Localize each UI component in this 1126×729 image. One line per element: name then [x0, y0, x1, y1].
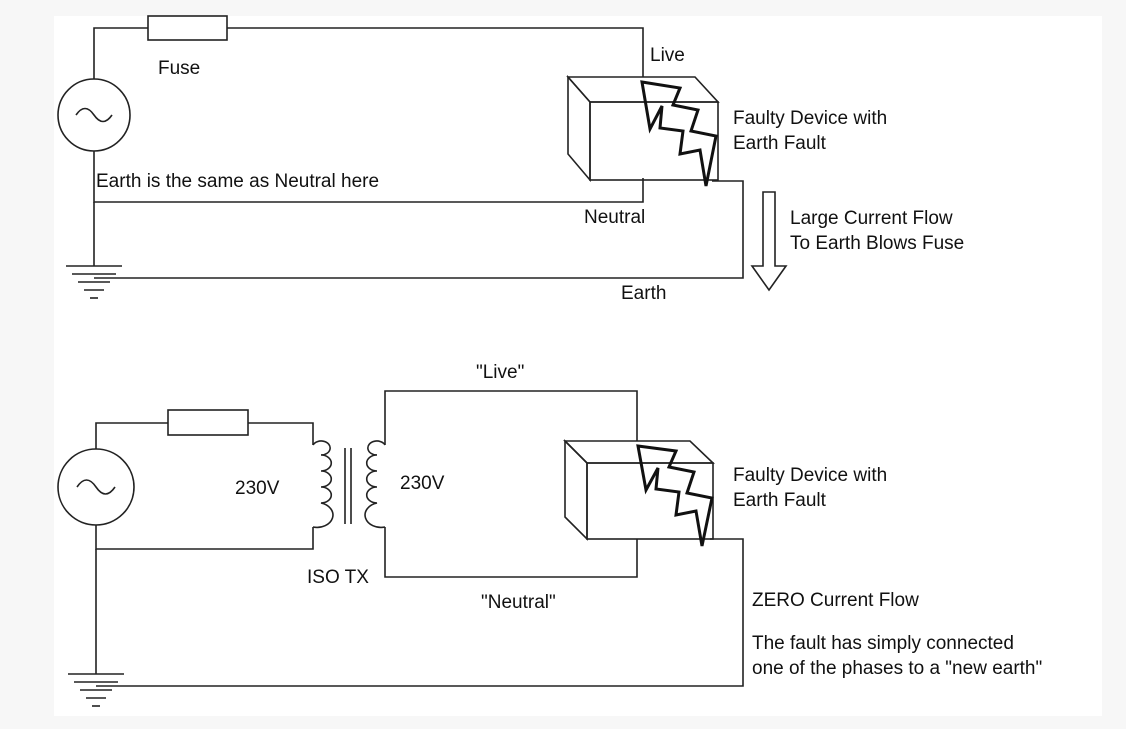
lightning-bolt-icon: [640, 80, 718, 187]
top-live-wire: [93, 27, 644, 79]
fault-note-line-1: The fault has simply connected: [752, 633, 1014, 654]
ground-icon: [68, 673, 124, 707]
device-label-line-1: Faulty Device with: [733, 108, 887, 129]
primary-voltage-label: 230V: [235, 478, 280, 499]
top-circuit: Fuse Live Earth is the same as Neutral h…: [57, 15, 964, 304]
current-note-line-1: Large Current Flow: [790, 208, 953, 229]
diagram-panel: [54, 16, 1102, 716]
fuse-icon: [147, 15, 228, 41]
bottom-circuit: 230V 230V ISO TX "Live" "Neutral" Faulty…: [57, 362, 1042, 707]
earth-neutral-note: Earth is the same as Neutral here: [96, 171, 379, 192]
ground-icon: [66, 265, 122, 299]
device-label-line-2: Earth Fault: [733, 133, 827, 154]
neutral-label: Neutral: [584, 207, 645, 228]
transformer-label: ISO TX: [307, 567, 369, 588]
secondary-neutral-wire: [384, 527, 638, 578]
secondary-voltage-label: 230V: [400, 473, 445, 494]
bottom-earth-wire: [95, 538, 744, 687]
top-neutral-wire: [93, 151, 644, 203]
lightning-bolt-icon: [636, 444, 714, 547]
current-note-line-2: To Earth Blows Fuse: [790, 233, 964, 254]
fault-note-line-2: one of the phases to a "new earth": [752, 658, 1042, 679]
fuse-icon: [167, 409, 249, 436]
transformer-coil-icon: [312, 440, 386, 529]
live-label: Live: [650, 45, 685, 66]
neutral-label: "Neutral": [481, 592, 556, 613]
device-label-line-1: Faulty Device with: [733, 465, 887, 486]
fuse-label: Fuse: [158, 58, 200, 79]
current-note: ZERO Current Flow: [752, 590, 919, 611]
down-arrow-icon: [750, 191, 788, 292]
top-earth-wire: [93, 180, 744, 279]
live-label: "Live": [476, 362, 524, 383]
faulty-device-box: [566, 74, 720, 183]
earth-label: Earth: [621, 283, 666, 304]
secondary-live-wire: [384, 390, 638, 445]
primary-top-wire: [95, 422, 314, 449]
primary-bottom-wire: [95, 525, 314, 550]
faulty-device-box: [563, 439, 715, 541]
device-label-line-2: Earth Fault: [733, 490, 827, 511]
